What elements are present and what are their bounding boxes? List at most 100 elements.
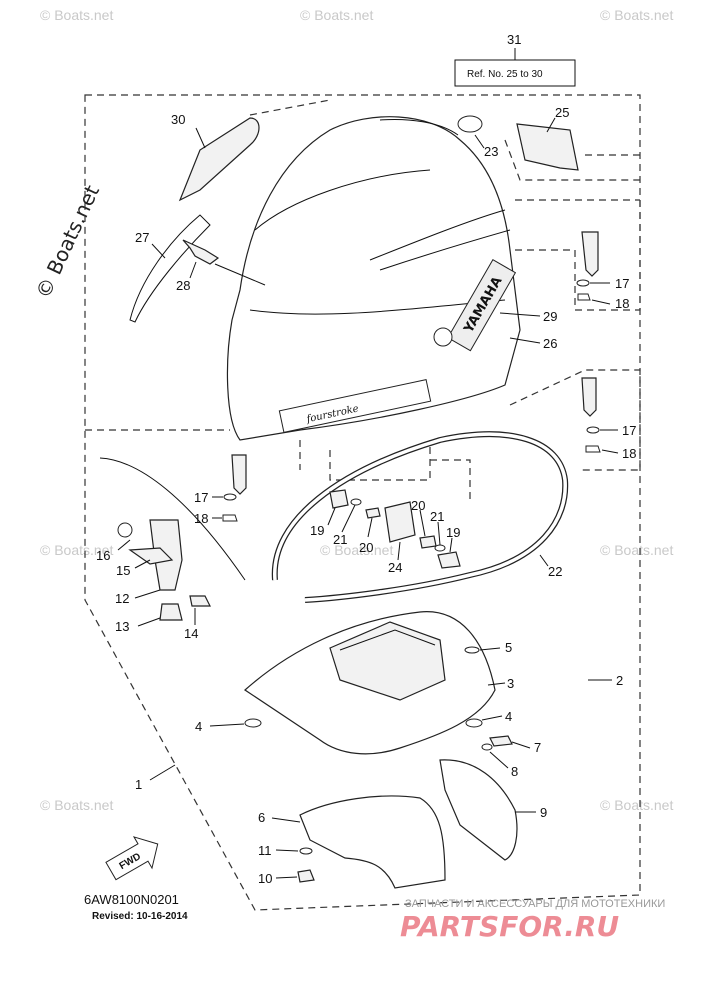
part-21-washer-right [434, 544, 446, 552]
watermark: © Boats.net [600, 797, 673, 813]
ref-15[interactable]: 15 [116, 563, 130, 578]
part-13-grommet [159, 603, 183, 621]
washer-17-right [586, 426, 600, 434]
ref-18-left[interactable]: 18 [194, 511, 208, 526]
fourstroke-decal [278, 379, 432, 433]
ref-6[interactable]: 6 [258, 810, 265, 825]
ref-13[interactable]: 13 [115, 619, 129, 634]
watermark-grid: © Boats.net © Boats.net © Boats.net © Bo… [40, 7, 673, 813]
ref-23[interactable]: 23 [484, 144, 498, 159]
part-20-screw-right [419, 535, 437, 549]
nut-18-right [585, 445, 601, 453]
fwd-arrow-icon: FWD [105, 836, 159, 881]
copyright-watermark: © Boats.net [31, 181, 104, 302]
ref-17-left[interactable]: 17 [194, 490, 208, 505]
part-6-cover [299, 795, 446, 889]
ref-27[interactable]: 27 [135, 230, 149, 245]
ref-16[interactable]: 16 [96, 548, 110, 563]
part-10-bolt [297, 869, 315, 883]
cable-line [99, 457, 246, 581]
ref-20-left[interactable]: 20 [359, 540, 373, 555]
ref-10[interactable]: 10 [258, 871, 272, 886]
ref-29[interactable]: 29 [543, 309, 557, 324]
part-15-plate [128, 547, 174, 565]
ref-3[interactable]: 3 [507, 676, 514, 691]
ref-18-top[interactable]: 18 [615, 296, 629, 311]
ref-19-right[interactable]: 19 [446, 525, 460, 540]
washer-17-top [576, 279, 590, 287]
latch-box-right-bottom [509, 369, 641, 471]
ref-4-left[interactable]: 4 [195, 719, 202, 734]
ref-30[interactable]: 30 [171, 112, 185, 127]
part-11-washer [299, 847, 313, 855]
ref-25[interactable]: 25 [555, 105, 569, 120]
ref-8[interactable]: 8 [511, 764, 518, 779]
part-9-cover [439, 759, 518, 861]
ref-1[interactable]: 1 [135, 777, 142, 792]
ref-21-left[interactable]: 21 [333, 532, 347, 547]
washer-17-left [223, 493, 237, 501]
footer-brand-logo: PARTSFOR.RU [400, 910, 619, 943]
ref-17-right[interactable]: 17 [622, 423, 636, 438]
nut-18-top [577, 293, 591, 301]
latch-box-right-top [515, 200, 641, 311]
part-23-grommet [457, 115, 483, 133]
ref-31[interactable]: 31 [507, 32, 521, 47]
ref-28[interactable]: 28 [176, 278, 190, 293]
diagram-code: 6AW8100N0201 [84, 892, 179, 907]
ref-22[interactable]: 22 [548, 564, 562, 579]
part-19-bracket-right [437, 551, 461, 569]
part-19-bracket-left [329, 489, 349, 509]
ref-19-left[interactable]: 19 [310, 523, 324, 538]
part-5-grommet [464, 646, 480, 654]
ref-18-right[interactable]: 18 [622, 446, 636, 461]
part-4-grommet-left [244, 718, 262, 728]
part-22-seal [271, 431, 569, 603]
watermark: © Boats.net [600, 542, 673, 558]
yamaha-emblem-icon [433, 327, 453, 347]
part-27-decal [129, 214, 211, 323]
watermark: © Boats.net [600, 7, 673, 23]
ref-11[interactable]: 11 [258, 843, 272, 858]
ref-range-box [454, 59, 576, 87]
watermark: © Boats.net [300, 7, 373, 23]
ref-4-right[interactable]: 4 [505, 709, 512, 724]
revised-date: Revised: 10-16-2014 [92, 911, 188, 922]
part-8-washer [481, 743, 493, 751]
latch-left [231, 454, 247, 495]
nut-18-left [222, 514, 238, 522]
watermark: © Boats.net [320, 542, 393, 558]
part-20-screw-left [365, 507, 381, 519]
part-16-bolt [117, 522, 133, 538]
ref-24[interactable]: 24 [388, 560, 402, 575]
ref-20-right[interactable]: 20 [411, 498, 425, 513]
part-14-screw [189, 595, 211, 607]
seal-box [299, 440, 471, 500]
part-30-decal [178, 117, 260, 202]
ref-7[interactable]: 7 [534, 740, 541, 755]
part-28-clip [182, 239, 220, 265]
part-24-pad [384, 501, 416, 543]
ref-17-top[interactable]: 17 [615, 276, 629, 291]
part-3-lower-cover [244, 611, 496, 755]
part-4-grommet-right [465, 718, 483, 728]
assembly-boundary-inner [85, 99, 640, 431]
latch-right-top [581, 231, 599, 277]
watermark: © Boats.net [40, 7, 113, 23]
ref-5[interactable]: 5 [505, 640, 512, 655]
ref-2[interactable]: 2 [616, 673, 623, 688]
footer-tagline: ЗАПЧАСТИ И АКСЕССУАРЫ ДЛЯ МОТОТЕХНИКИ [405, 898, 665, 910]
ref-21-right[interactable]: 21 [430, 509, 444, 524]
part-21-washer-left [350, 498, 362, 506]
watermark: © Boats.net [40, 797, 113, 813]
part-7-bolt [489, 735, 513, 747]
top-cowling: fourstroke YAMAHA [226, 116, 521, 441]
decal-box-25 [504, 139, 640, 181]
ref-26[interactable]: 26 [543, 336, 557, 351]
ref-9[interactable]: 9 [540, 805, 547, 820]
ref-12[interactable]: 12 [115, 591, 129, 606]
assembly-boundary-outer [84, 94, 641, 911]
ref-14[interactable]: 14 [184, 626, 198, 641]
part-25-decal [516, 123, 579, 171]
